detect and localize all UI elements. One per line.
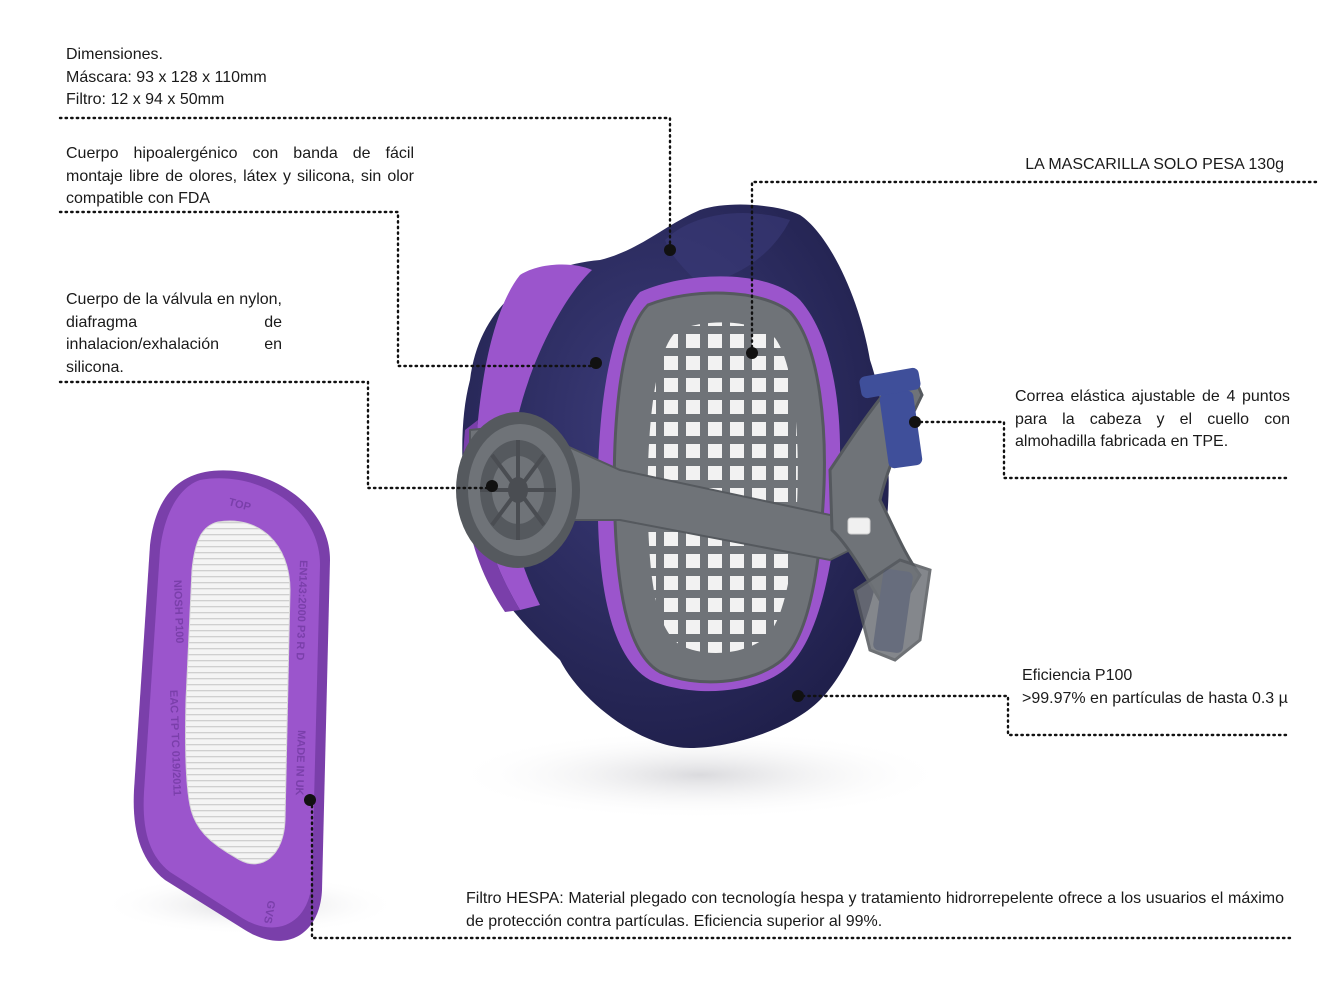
leader-valve-dot	[486, 480, 498, 492]
efficiency-title: Eficiencia P100	[1022, 667, 1133, 684]
marking-made: MADE IN UK	[293, 730, 307, 796]
weight-text: LA MASCARILLA SOLO PESA 130g	[1025, 156, 1284, 173]
annotation-strap: Correa elástica ajustable de 4 puntos pa…	[1015, 386, 1290, 454]
dimensions-mask: Máscara: 93 x 128 x 110mm	[66, 68, 267, 86]
leader-lines	[58, 116, 1318, 940]
dimensions-filter: Filtro: 12 x 94 x 50mm	[66, 91, 225, 108]
marking-en: EN143:2000 P3 R D	[294, 560, 309, 661]
marking-eac: EAC TP TC 019/2011	[167, 690, 183, 797]
marking-top: TOP	[227, 496, 252, 513]
respirator-mask	[456, 204, 932, 749]
exhalation-valve	[456, 412, 580, 568]
strap-text: Correa elástica ajustable de 4 puntos pa…	[1015, 388, 1290, 450]
strap-top	[859, 367, 921, 399]
efficiency-detail: >99.97% en partículas de hasta 0.3 µ	[1022, 689, 1288, 707]
marking-gvs: GVS	[261, 899, 277, 924]
leader-dimensions-dot	[664, 244, 676, 256]
filter-rim-markings: TOP NIOSH P100 EAC TP TC 019/2011 EN143:…	[167, 496, 309, 924]
leader-strap-dot	[909, 416, 921, 428]
leader-valve	[58, 380, 490, 490]
buckle	[847, 517, 871, 535]
strap-lower-clip	[853, 558, 932, 662]
leader-efficiency-dot	[792, 690, 804, 702]
marking-niosh: NIOSH P100	[171, 580, 185, 644]
mask-nose-ridge	[665, 212, 790, 285]
filter-pleated-media	[184, 520, 291, 865]
annotation-filter: Filtro HESPA: Material plegado con tecno…	[466, 888, 1284, 933]
filter-text: Filtro HESPA: Material plegado con tecno…	[466, 890, 1284, 930]
annotation-efficiency: Eficiencia P100 >99.97% en partículas de…	[1022, 665, 1292, 710]
body-text: Cuerpo hipoalergénico con banda de fácil…	[66, 145, 414, 207]
leader-weight-dot	[746, 347, 758, 359]
annotation-weight: LA MASCARILLA SOLO PESA 130g	[960, 154, 1284, 177]
valve-text: Cuerpo de la válvula en nylon, diafragma…	[66, 291, 282, 376]
annotation-valve: Cuerpo de la válvula en nylon, diafragma…	[66, 289, 282, 379]
leader-dimensions	[58, 116, 672, 248]
annotation-body: Cuerpo hipoalergénico con banda de fácil…	[66, 143, 414, 211]
leader-efficiency	[800, 694, 1288, 737]
loose-filter-cartridge: TOP NIOSH P100 EAC TP TC 019/2011 EN143:…	[133, 470, 330, 941]
leader-filter	[310, 802, 1292, 940]
mask-shadow	[450, 730, 950, 820]
leader-strap	[918, 420, 1288, 480]
dimensions-title: Dimensiones.	[66, 46, 163, 63]
annotation-dimensions: Dimensiones. Máscara: 93 x 128 x 110mm F…	[66, 44, 366, 112]
filter-grid	[647, 322, 798, 653]
leader-body	[58, 210, 594, 368]
leader-filter-dot	[304, 794, 316, 806]
strap-upper	[879, 390, 923, 469]
leader-body-dot	[590, 357, 602, 369]
